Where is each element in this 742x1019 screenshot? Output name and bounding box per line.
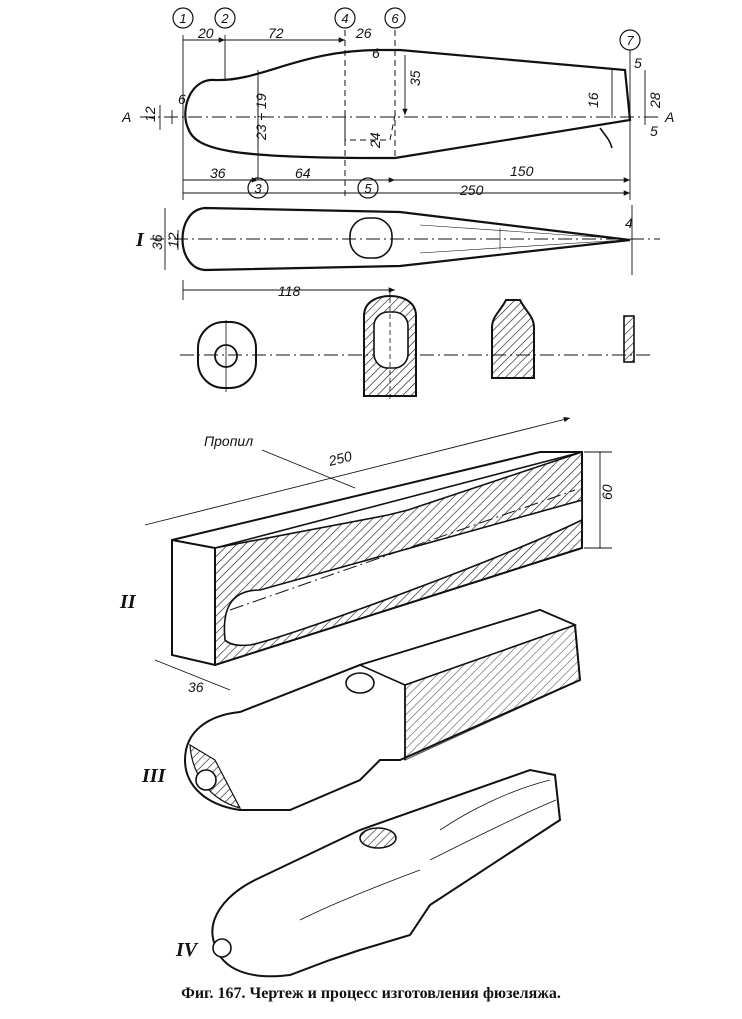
dim-5-top: 5 xyxy=(634,55,642,71)
section-mark-right: A xyxy=(664,109,674,125)
dim-28: 28 xyxy=(647,92,663,109)
section-nose xyxy=(197,321,257,389)
block-dim-36: 36 xyxy=(188,679,204,695)
dim-20: 20 xyxy=(197,25,214,41)
roman-label-i: I xyxy=(135,229,145,251)
dim-16: 16 xyxy=(585,92,601,108)
block-ii: Пропил 250 60 36 II xyxy=(119,416,615,695)
section-mid xyxy=(491,299,535,379)
station-4-label: 4 xyxy=(341,11,348,26)
side-view xyxy=(140,30,660,200)
dim-72: 72 xyxy=(268,25,284,41)
plan-dim-118: 118 xyxy=(278,283,301,299)
station-1-label: 1 xyxy=(179,11,186,26)
station-3-label: 3 xyxy=(254,181,262,196)
station-5-label: 5 xyxy=(364,181,372,196)
stage-iv-body xyxy=(211,768,562,978)
dim-35: 35 xyxy=(407,70,423,86)
cross-sections xyxy=(180,290,650,400)
plan-dim-36: 36 xyxy=(149,234,165,250)
dim-23-19: 23 ÷ 19 xyxy=(253,93,269,141)
section-tail xyxy=(623,315,635,363)
dim-250-top: 250 xyxy=(459,182,484,198)
station-markers: 1 2 3 4 5 6 7 xyxy=(172,7,641,199)
dim-64: 64 xyxy=(295,165,311,181)
dim-5-bottom: 5 xyxy=(650,123,658,139)
stage-iii: III xyxy=(141,608,582,811)
station-7-label: 7 xyxy=(626,33,634,48)
roman-label-iii: III xyxy=(141,765,167,787)
roman-label-iv: IV xyxy=(175,939,199,961)
saw-cut-label: Пропил xyxy=(204,433,253,449)
dim-26: 26 xyxy=(355,25,372,41)
station-2-label: 2 xyxy=(220,11,229,26)
stage-iv: IV xyxy=(175,768,562,978)
plan-view-outline xyxy=(181,206,631,272)
side-view-dimensions: 20 72 26 6 35 12 6 23 ÷ 19 24 16 5 28 5 … xyxy=(142,25,663,198)
section-mark-left: A xyxy=(121,109,131,125)
dim-12-side: 12 xyxy=(142,106,158,122)
dim-6-side: 6 xyxy=(178,91,186,107)
block-dim-60: 60 xyxy=(599,484,615,500)
side-view-outline xyxy=(184,48,632,160)
dim-24: 24 xyxy=(367,132,383,149)
plan-dim-4: 4 xyxy=(625,215,633,231)
dim-36: 36 xyxy=(210,165,226,181)
plan-dim-12: 12 xyxy=(165,232,181,248)
dim-6-top: 6 xyxy=(372,45,380,61)
roman-label-ii: II xyxy=(119,591,137,613)
block-dim-250: 250 xyxy=(326,448,354,469)
plan-view: I 36 12 118 4 xyxy=(135,205,660,300)
dim-150: 150 xyxy=(510,163,534,179)
station-6-label: 6 xyxy=(391,11,399,26)
figure-caption: Фиг. 167. Чертеж и процесс изготовления … xyxy=(181,985,561,1002)
